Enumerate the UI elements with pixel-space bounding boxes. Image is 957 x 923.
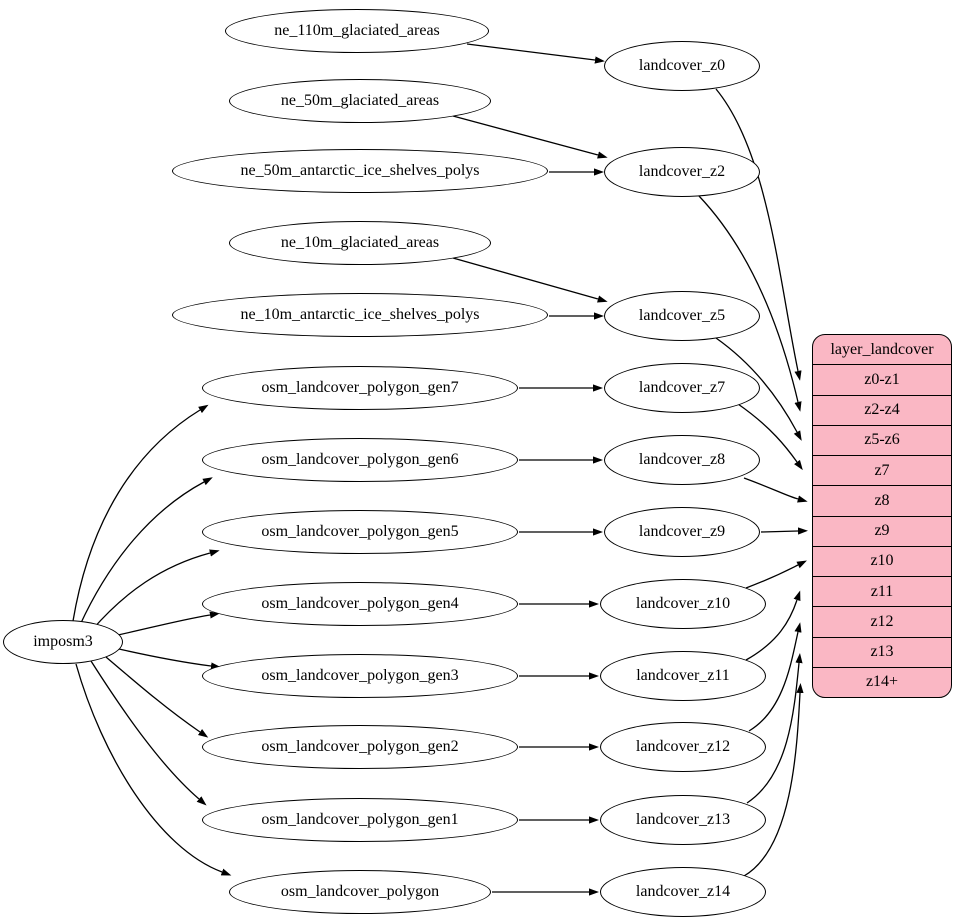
record-row-z13: z13 bbox=[813, 638, 951, 668]
node-label: landcover_z8 bbox=[638, 451, 726, 468]
node-label: osm_landcover_polygon_gen6 bbox=[261, 451, 459, 468]
node-osm_landcover_polygon_gen5: osm_landcover_polygon_gen5 bbox=[202, 510, 518, 554]
record-row-z12: z12 bbox=[813, 607, 951, 638]
record-row-z0-z1: z0-z1 bbox=[813, 365, 951, 396]
node-ne_110m_glaciated_areas: ne_110m_glaciated_areas bbox=[225, 9, 489, 53]
edge-imposm3-to-osm_landcover_polygon_gen3 bbox=[118, 648, 221, 670]
node-label: landcover_z11 bbox=[636, 667, 730, 684]
record-row-z14: z14+ bbox=[865, 673, 899, 691]
record-title: layer_landcover bbox=[813, 335, 951, 366]
node-label: osm_landcover_polygon_gen5 bbox=[261, 523, 459, 540]
edge-landcover_z5-to-layer_landcover-z5-z6 bbox=[715, 337, 802, 441]
node-ne_10m_glaciated_areas: ne_10m_glaciated_areas bbox=[229, 221, 491, 265]
node-osm_landcover_polygon_gen6: osm_landcover_polygon_gen6 bbox=[202, 438, 518, 482]
node-label: osm_landcover_polygon_gen7 bbox=[261, 379, 459, 396]
edge-landcover_z14-to-layer_landcover-z14+ bbox=[743, 683, 804, 877]
edge-imposm3-to-osm_landcover_polygon_gen1 bbox=[90, 660, 207, 806]
node-label: landcover_z2 bbox=[638, 163, 726, 180]
node-label: osm_landcover_polygon bbox=[280, 883, 440, 900]
node-label: landcover_z9 bbox=[638, 523, 726, 540]
node-osm_landcover_polygon_gen3: osm_landcover_polygon_gen3 bbox=[202, 654, 518, 698]
node-osm_landcover_polygon_gen7: osm_landcover_polygon_gen7 bbox=[202, 366, 518, 410]
node-label: landcover_z12 bbox=[635, 738, 731, 755]
node-label: ne_50m_glaciated_areas bbox=[280, 92, 440, 109]
edge-landcover_z2-to-layer_landcover-z2-z4 bbox=[698, 195, 802, 412]
node-label: osm_landcover_polygon_gen1 bbox=[261, 811, 459, 828]
node-label: ne_50m_antarctic_ice_shelves_polys bbox=[240, 162, 480, 179]
node-landcover_z9: landcover_z9 bbox=[604, 507, 760, 557]
node-label: landcover_z13 bbox=[635, 811, 731, 828]
edge-landcover_z12-to-layer_landcover-z12 bbox=[748, 622, 802, 732]
node-landcover_z11: landcover_z11 bbox=[600, 651, 766, 701]
edge-ne_50m_glaciated_areas-to-landcover_z2 bbox=[452, 115, 608, 159]
edge-imposm3-to-osm_landcover_polygon_gen6 bbox=[79, 477, 213, 626]
record-row-z5-z6: z5-z6 bbox=[813, 426, 951, 456]
edge-ne_110m_glaciated_areas-to-landcover_z0 bbox=[466, 43, 605, 64]
edge-imposm3-to-osm_landcover_polygon_gen4 bbox=[117, 611, 220, 636]
record-layer-landcover: layer_landcover z0-z1 z2-z4 z5-z6 z7 z8 … bbox=[812, 334, 952, 698]
node-osm_landcover_polygon: osm_landcover_polygon bbox=[229, 870, 491, 914]
node-landcover_z7: landcover_z7 bbox=[604, 363, 760, 413]
edge-landcover_z8-to-layer_landcover-z8 bbox=[743, 477, 808, 503]
node-label: imposm3 bbox=[33, 633, 93, 650]
node-landcover_z8: landcover_z8 bbox=[604, 435, 760, 485]
edge-landcover_z13-to-layer_landcover-z13 bbox=[746, 653, 803, 804]
record-row-z11: z11 bbox=[813, 577, 951, 608]
edge-imposm3-to-osm_landcover_polygon_gen2 bbox=[105, 656, 209, 738]
edge-landcover_z10-to-layer_landcover-z10 bbox=[745, 560, 807, 589]
node-label: landcover_z10 bbox=[635, 595, 731, 612]
record-row-z2-z4: z2-z4 bbox=[813, 396, 951, 426]
edge-imposm3-to-osm_landcover_polygon_gen7 bbox=[72, 404, 209, 622]
node-imposm3: imposm3 bbox=[3, 620, 123, 664]
node-landcover_z10: landcover_z10 bbox=[600, 579, 766, 629]
node-label: landcover_z0 bbox=[638, 57, 726, 74]
edge-ne_10m_glaciated_areas-to-landcover_z5 bbox=[452, 257, 608, 303]
node-ne_10m_antarctic_ice_shelves_polys: ne_10m_antarctic_ice_shelves_polys bbox=[172, 293, 548, 337]
edge-imposm3-to-osm_landcover_polygon bbox=[75, 663, 232, 876]
edge-landcover_z11-to-layer_landcover-z11 bbox=[745, 590, 801, 661]
node-label: osm_landcover_polygon_gen2 bbox=[261, 738, 459, 755]
node-osm_landcover_polygon_gen4: osm_landcover_polygon_gen4 bbox=[202, 582, 518, 626]
edge-landcover_z0-to-layer_landcover-z0-z1 bbox=[715, 88, 802, 381]
node-landcover_z14: landcover_z14 bbox=[600, 867, 766, 917]
node-label: landcover_z7 bbox=[638, 379, 726, 396]
node-label: landcover_z14 bbox=[635, 883, 731, 900]
node-label: ne_10m_antarctic_ice_shelves_polys bbox=[240, 306, 480, 323]
record-row-z10: z10 bbox=[813, 547, 951, 577]
node-landcover_z13: landcover_z13 bbox=[600, 795, 766, 845]
record-row-z9: z9 bbox=[813, 517, 951, 547]
node-landcover_z0: landcover_z0 bbox=[604, 41, 760, 91]
edge-landcover_z9-to-layer_landcover-z9 bbox=[760, 527, 808, 535]
node-label: landcover_z5 bbox=[638, 307, 726, 324]
node-label: osm_landcover_polygon_gen4 bbox=[261, 595, 459, 612]
node-landcover_z12: landcover_z12 bbox=[600, 722, 766, 772]
record-row-z7: z7 bbox=[813, 456, 951, 487]
node-ne_50m_glaciated_areas: ne_50m_glaciated_areas bbox=[229, 79, 491, 123]
node-landcover_z2: landcover_z2 bbox=[604, 147, 760, 197]
edge-landcover_z7-to-layer_landcover-z7 bbox=[737, 403, 803, 471]
node-label: osm_landcover_polygon_gen3 bbox=[261, 667, 459, 684]
node-osm_landcover_polygon_gen1: osm_landcover_polygon_gen1 bbox=[202, 798, 518, 842]
node-ne_50m_antarctic_ice_shelves_polys: ne_50m_antarctic_ice_shelves_polys bbox=[172, 149, 548, 193]
node-label: ne_110m_glaciated_areas bbox=[274, 22, 440, 39]
node-landcover_z5: landcover_z5 bbox=[604, 291, 760, 341]
record-row-z8: z8 bbox=[813, 486, 951, 517]
node-label: ne_10m_glaciated_areas bbox=[280, 234, 440, 251]
edge-imposm3-to-osm_landcover_polygon_gen5 bbox=[91, 549, 220, 631]
node-osm_landcover_polygon_gen2: osm_landcover_polygon_gen2 bbox=[202, 725, 518, 769]
